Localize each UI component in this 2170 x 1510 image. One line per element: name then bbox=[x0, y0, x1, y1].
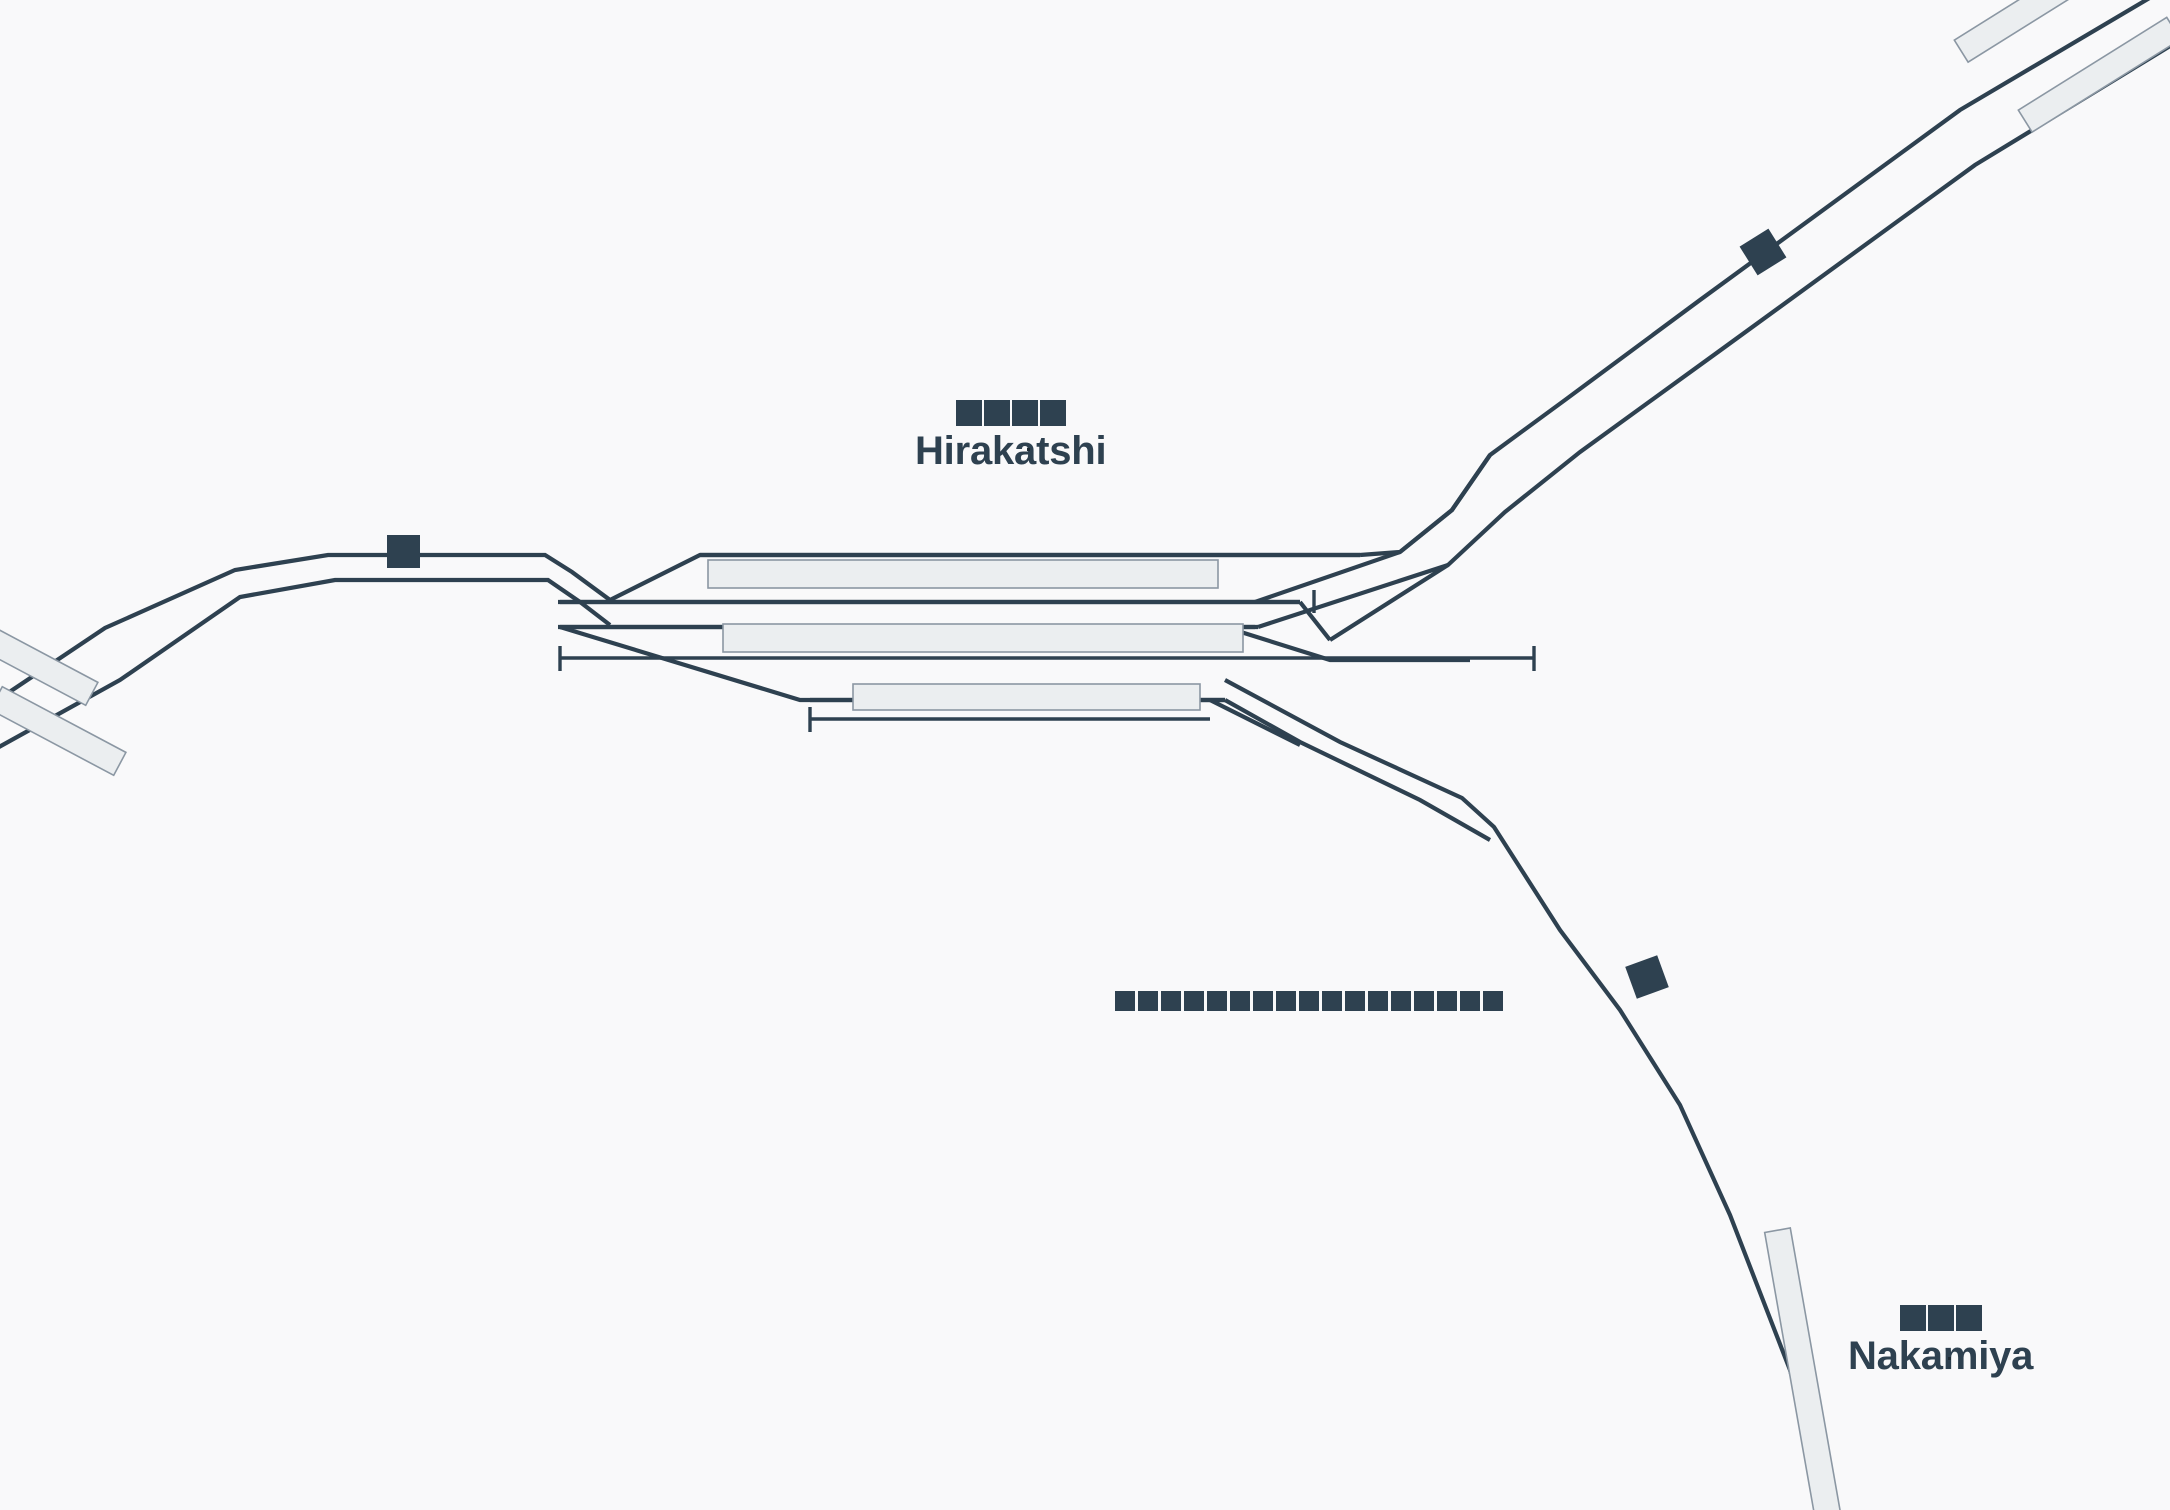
redaction-block bbox=[1207, 991, 1227, 1011]
hirakatshi-redaction-row bbox=[955, 400, 1066, 426]
redaction-block bbox=[1955, 1305, 1982, 1331]
nakamiya-redaction-row bbox=[1899, 1305, 1982, 1331]
redaction-block bbox=[1483, 991, 1503, 1011]
redaction-block bbox=[1161, 991, 1181, 1011]
nakamiya-label-dot bbox=[1948, 1357, 1951, 1360]
redaction-block bbox=[1368, 991, 1388, 1011]
mainline-north-upper bbox=[1398, 0, 2151, 554]
hirakatshi-label-dot bbox=[1027, 448, 1030, 451]
platform-upper-main bbox=[707, 559, 1219, 589]
mainline-north-lower bbox=[1328, 43, 2170, 642]
signal-box-west[interactable] bbox=[387, 535, 420, 568]
redaction-block bbox=[983, 400, 1010, 426]
station-name-nakamiya: Nakamiya bbox=[1848, 1334, 2034, 1378]
station-name-hirakatshi: Hirakatshi bbox=[915, 429, 1107, 473]
branch-south-upper-diag bbox=[1223, 698, 1492, 842]
redaction-block bbox=[1115, 991, 1135, 1011]
throat-east-track3-diag bbox=[1257, 563, 1449, 629]
redaction-block bbox=[1299, 991, 1319, 1011]
platform-middle-main bbox=[722, 623, 1244, 653]
redaction-block bbox=[1460, 991, 1480, 1011]
signal-box-northeast[interactable] bbox=[1739, 228, 1787, 276]
redaction-block bbox=[1899, 1305, 1926, 1331]
redaction-block bbox=[1927, 1305, 1954, 1331]
platform-lower-bay bbox=[852, 683, 1201, 711]
redaction-block bbox=[1437, 991, 1457, 1011]
obscured-caption-strip bbox=[1115, 991, 1503, 1011]
platform-west-outer bbox=[0, 615, 99, 707]
redaction-block bbox=[1322, 991, 1342, 1011]
redaction-block bbox=[1391, 991, 1411, 1011]
redaction-block bbox=[1039, 400, 1066, 426]
branch-south-nakamiya bbox=[1224, 678, 1833, 1510]
redaction-block bbox=[1276, 991, 1296, 1011]
branch-south-connector bbox=[1209, 698, 1301, 747]
platform-nakamiya bbox=[1763, 1227, 1843, 1510]
redaction-block bbox=[1414, 991, 1434, 1011]
mainline-west-upper bbox=[0, 552, 612, 701]
platform-west-inner bbox=[0, 685, 127, 777]
redaction-block bbox=[1253, 991, 1273, 1011]
station-label-nakamiya[interactable]: Nakamiya bbox=[1848, 1305, 2033, 1376]
throat-east-track2-to-north bbox=[1298, 600, 1332, 642]
redaction-block bbox=[1138, 991, 1158, 1011]
throat-east-to-south-branch bbox=[1224, 624, 1470, 663]
throat-east-converge bbox=[1254, 550, 1401, 604]
redaction-block bbox=[955, 400, 982, 426]
signal-box-southeast[interactable] bbox=[1625, 955, 1669, 999]
redaction-block bbox=[1184, 991, 1204, 1011]
mainline-west-lower bbox=[0, 577, 612, 749]
throat-east-track1-to-north bbox=[1359, 453, 1492, 558]
station-label-hirakatshi[interactable]: Hirakatshi bbox=[915, 400, 1107, 473]
redaction-block bbox=[1230, 991, 1250, 1011]
redaction-block bbox=[1345, 991, 1365, 1011]
platform-northeast-inner bbox=[2017, 16, 2170, 134]
platform-northeast-outer bbox=[1953, 0, 2118, 64]
redaction-block bbox=[1011, 400, 1038, 426]
